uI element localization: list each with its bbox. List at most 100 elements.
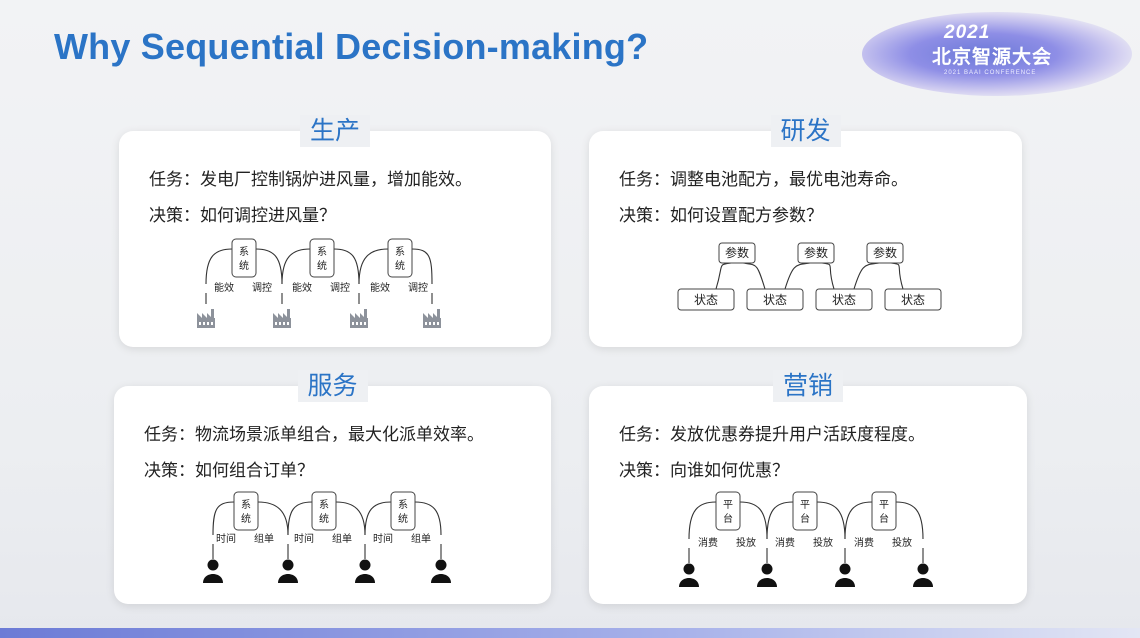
- factory-body: [350, 318, 368, 328]
- edge-label-right: 投放: [813, 536, 833, 549]
- person-body: [913, 578, 933, 587]
- arc-down: [890, 262, 904, 290]
- parameter-box: [866, 242, 904, 264]
- person-icon: [431, 559, 451, 583]
- decision-text: 决策：如何组合订单？: [144, 461, 314, 481]
- node-box: [715, 491, 741, 531]
- state-box: [677, 288, 735, 311]
- person-icon: [278, 559, 298, 583]
- arc-left: [766, 501, 794, 540]
- node-label: 台: [800, 512, 810, 525]
- arc-left: [688, 501, 717, 540]
- edge-label-left: 能效: [214, 281, 234, 294]
- person-icon: [203, 559, 223, 583]
- node-label: 平: [800, 500, 810, 511]
- factory-body: [273, 318, 291, 328]
- node-label: 系: [398, 499, 408, 511]
- person-icon: [913, 563, 933, 587]
- arc-right: [895, 501, 924, 540]
- arc-left: [281, 248, 311, 285]
- edge-label-left: 能效: [292, 281, 312, 294]
- node-box: [231, 238, 257, 278]
- node-box: [311, 491, 337, 531]
- factory-window: [275, 322, 277, 325]
- card-marketing: 营销 任务：发放优惠券提升用户活跃度程度。 决策：向谁如何优惠？ 平台消费投放平…: [589, 370, 1027, 604]
- node-label: 统: [395, 259, 405, 272]
- factory-roof: [197, 313, 212, 318]
- arc-left: [287, 501, 313, 536]
- node-box: [390, 491, 416, 531]
- node-label: 系: [317, 246, 327, 258]
- decision-text: 决策：如何设置配方参数？: [619, 206, 823, 226]
- decision-text: 决策：如何调控进风量？: [149, 206, 336, 226]
- person-body: [835, 578, 855, 587]
- node-label: 系: [319, 499, 329, 511]
- person-body: [757, 578, 777, 587]
- edge-label-right: 投放: [892, 536, 912, 549]
- card-service: 服务 任务：物流场景派单组合，最大化派单效率。 决策：如何组合订单？ 系统时间组…: [114, 370, 551, 604]
- node-label: 系: [241, 499, 251, 511]
- person-body: [203, 574, 223, 583]
- research-diagram: 参数参数参数状态状态状态状态: [677, 242, 942, 311]
- edge-label-left: 时间: [294, 532, 314, 545]
- arc-left: [844, 501, 873, 540]
- node-box: [792, 491, 818, 531]
- arc-down: [742, 262, 766, 290]
- edge-label-left: 消费: [854, 536, 874, 549]
- factory-roof: [273, 313, 288, 318]
- person-icon: [355, 559, 375, 583]
- node-label: 统: [239, 259, 249, 272]
- edge-label-right: 组单: [254, 532, 274, 545]
- person-body: [431, 574, 451, 583]
- arc-right: [411, 248, 433, 285]
- edge-label-right: 组单: [332, 532, 352, 545]
- task-text: 任务：物流场景派单组合，最大化派单效率。: [144, 425, 484, 445]
- node-label: 平: [879, 500, 889, 511]
- factory-window: [360, 322, 362, 325]
- node-label: 系: [239, 246, 249, 258]
- edge-label-right: 调控: [330, 281, 350, 294]
- state-label: 状态: [901, 293, 925, 307]
- person-head: [359, 559, 371, 571]
- parameter-label: 参数: [804, 245, 828, 260]
- service-diagram: 系统时间组单系统时间组单系统时间组单: [203, 491, 451, 583]
- factory-chimney: [211, 309, 214, 318]
- person-head: [761, 563, 773, 575]
- person-icon: [835, 563, 855, 587]
- node-label: 统: [319, 512, 329, 525]
- factory-window: [425, 322, 427, 325]
- node-label: 统: [317, 259, 327, 272]
- arc-up: [715, 262, 732, 290]
- state-label: 状态: [832, 293, 856, 307]
- factory-window: [279, 322, 281, 325]
- person-head: [435, 559, 447, 571]
- factory-window: [207, 322, 209, 325]
- factory-window: [287, 322, 289, 325]
- person-body: [679, 578, 699, 587]
- node-label: 统: [241, 512, 251, 525]
- marketing-diagram: 平台消费投放平台消费投放平台消费投放: [679, 491, 933, 587]
- person-head: [917, 563, 929, 575]
- factory-chimney: [364, 309, 367, 318]
- person-body: [278, 574, 298, 583]
- factory-window: [352, 322, 354, 325]
- node-box: [871, 491, 897, 531]
- node-label: 平: [723, 500, 733, 511]
- arc-left: [358, 248, 389, 285]
- production-diagram: 系统能效调控系统能效调控系统能效调控: [197, 238, 441, 328]
- card-title: 服务: [297, 370, 368, 402]
- edge-label-left: 消费: [698, 536, 718, 549]
- edge-label-left: 消费: [775, 536, 795, 549]
- factory-window: [437, 322, 439, 325]
- factory-icon: [423, 309, 441, 328]
- arc-left: [212, 501, 235, 536]
- person-head: [839, 563, 851, 575]
- arc-up: [853, 262, 880, 290]
- factory-icon: [273, 309, 291, 328]
- person-head: [282, 559, 294, 571]
- factory-body: [423, 318, 441, 328]
- node-box: [233, 491, 259, 531]
- person-icon: [679, 563, 699, 587]
- person-icon: [757, 563, 777, 587]
- parameter-box: [797, 242, 835, 264]
